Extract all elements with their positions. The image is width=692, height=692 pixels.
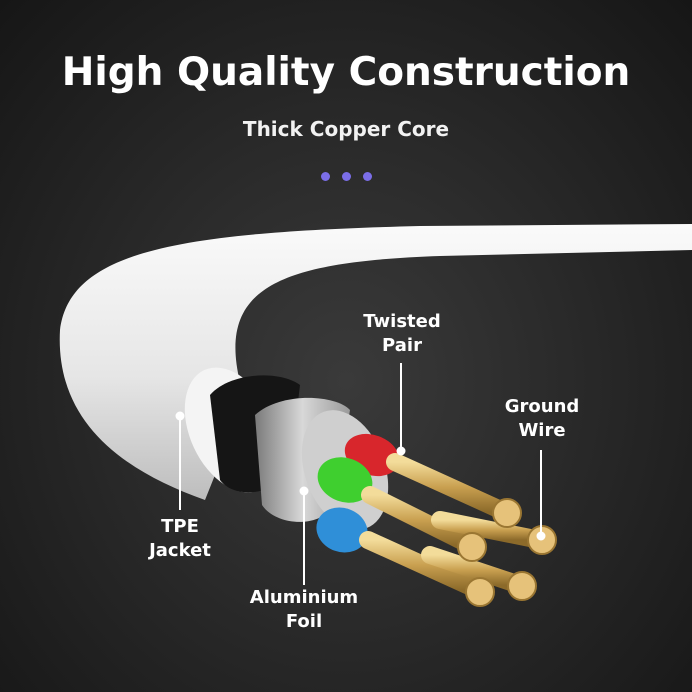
label-ground-wire: Ground Wire [504,396,580,441]
copper-end-2 [457,532,487,562]
dot-1 [321,172,330,181]
copper-end-1 [492,498,522,528]
green-wire [317,457,373,503]
label-aluminium-foil: Aluminium Foil [249,587,359,632]
copper-end-3 [465,577,495,607]
dot-3 [363,172,372,181]
copper-end-5 [507,571,537,601]
page-subtitle: Thick Copper Core [242,117,450,141]
blue-wire [316,507,368,553]
page-title: High Quality Construction [61,50,631,95]
label-twisted-pair: Twisted Pair [363,311,441,356]
label-tpe-jacket: TPE Jacket [149,516,211,561]
pagination-dots [321,172,373,182]
dot-2 [342,172,351,181]
